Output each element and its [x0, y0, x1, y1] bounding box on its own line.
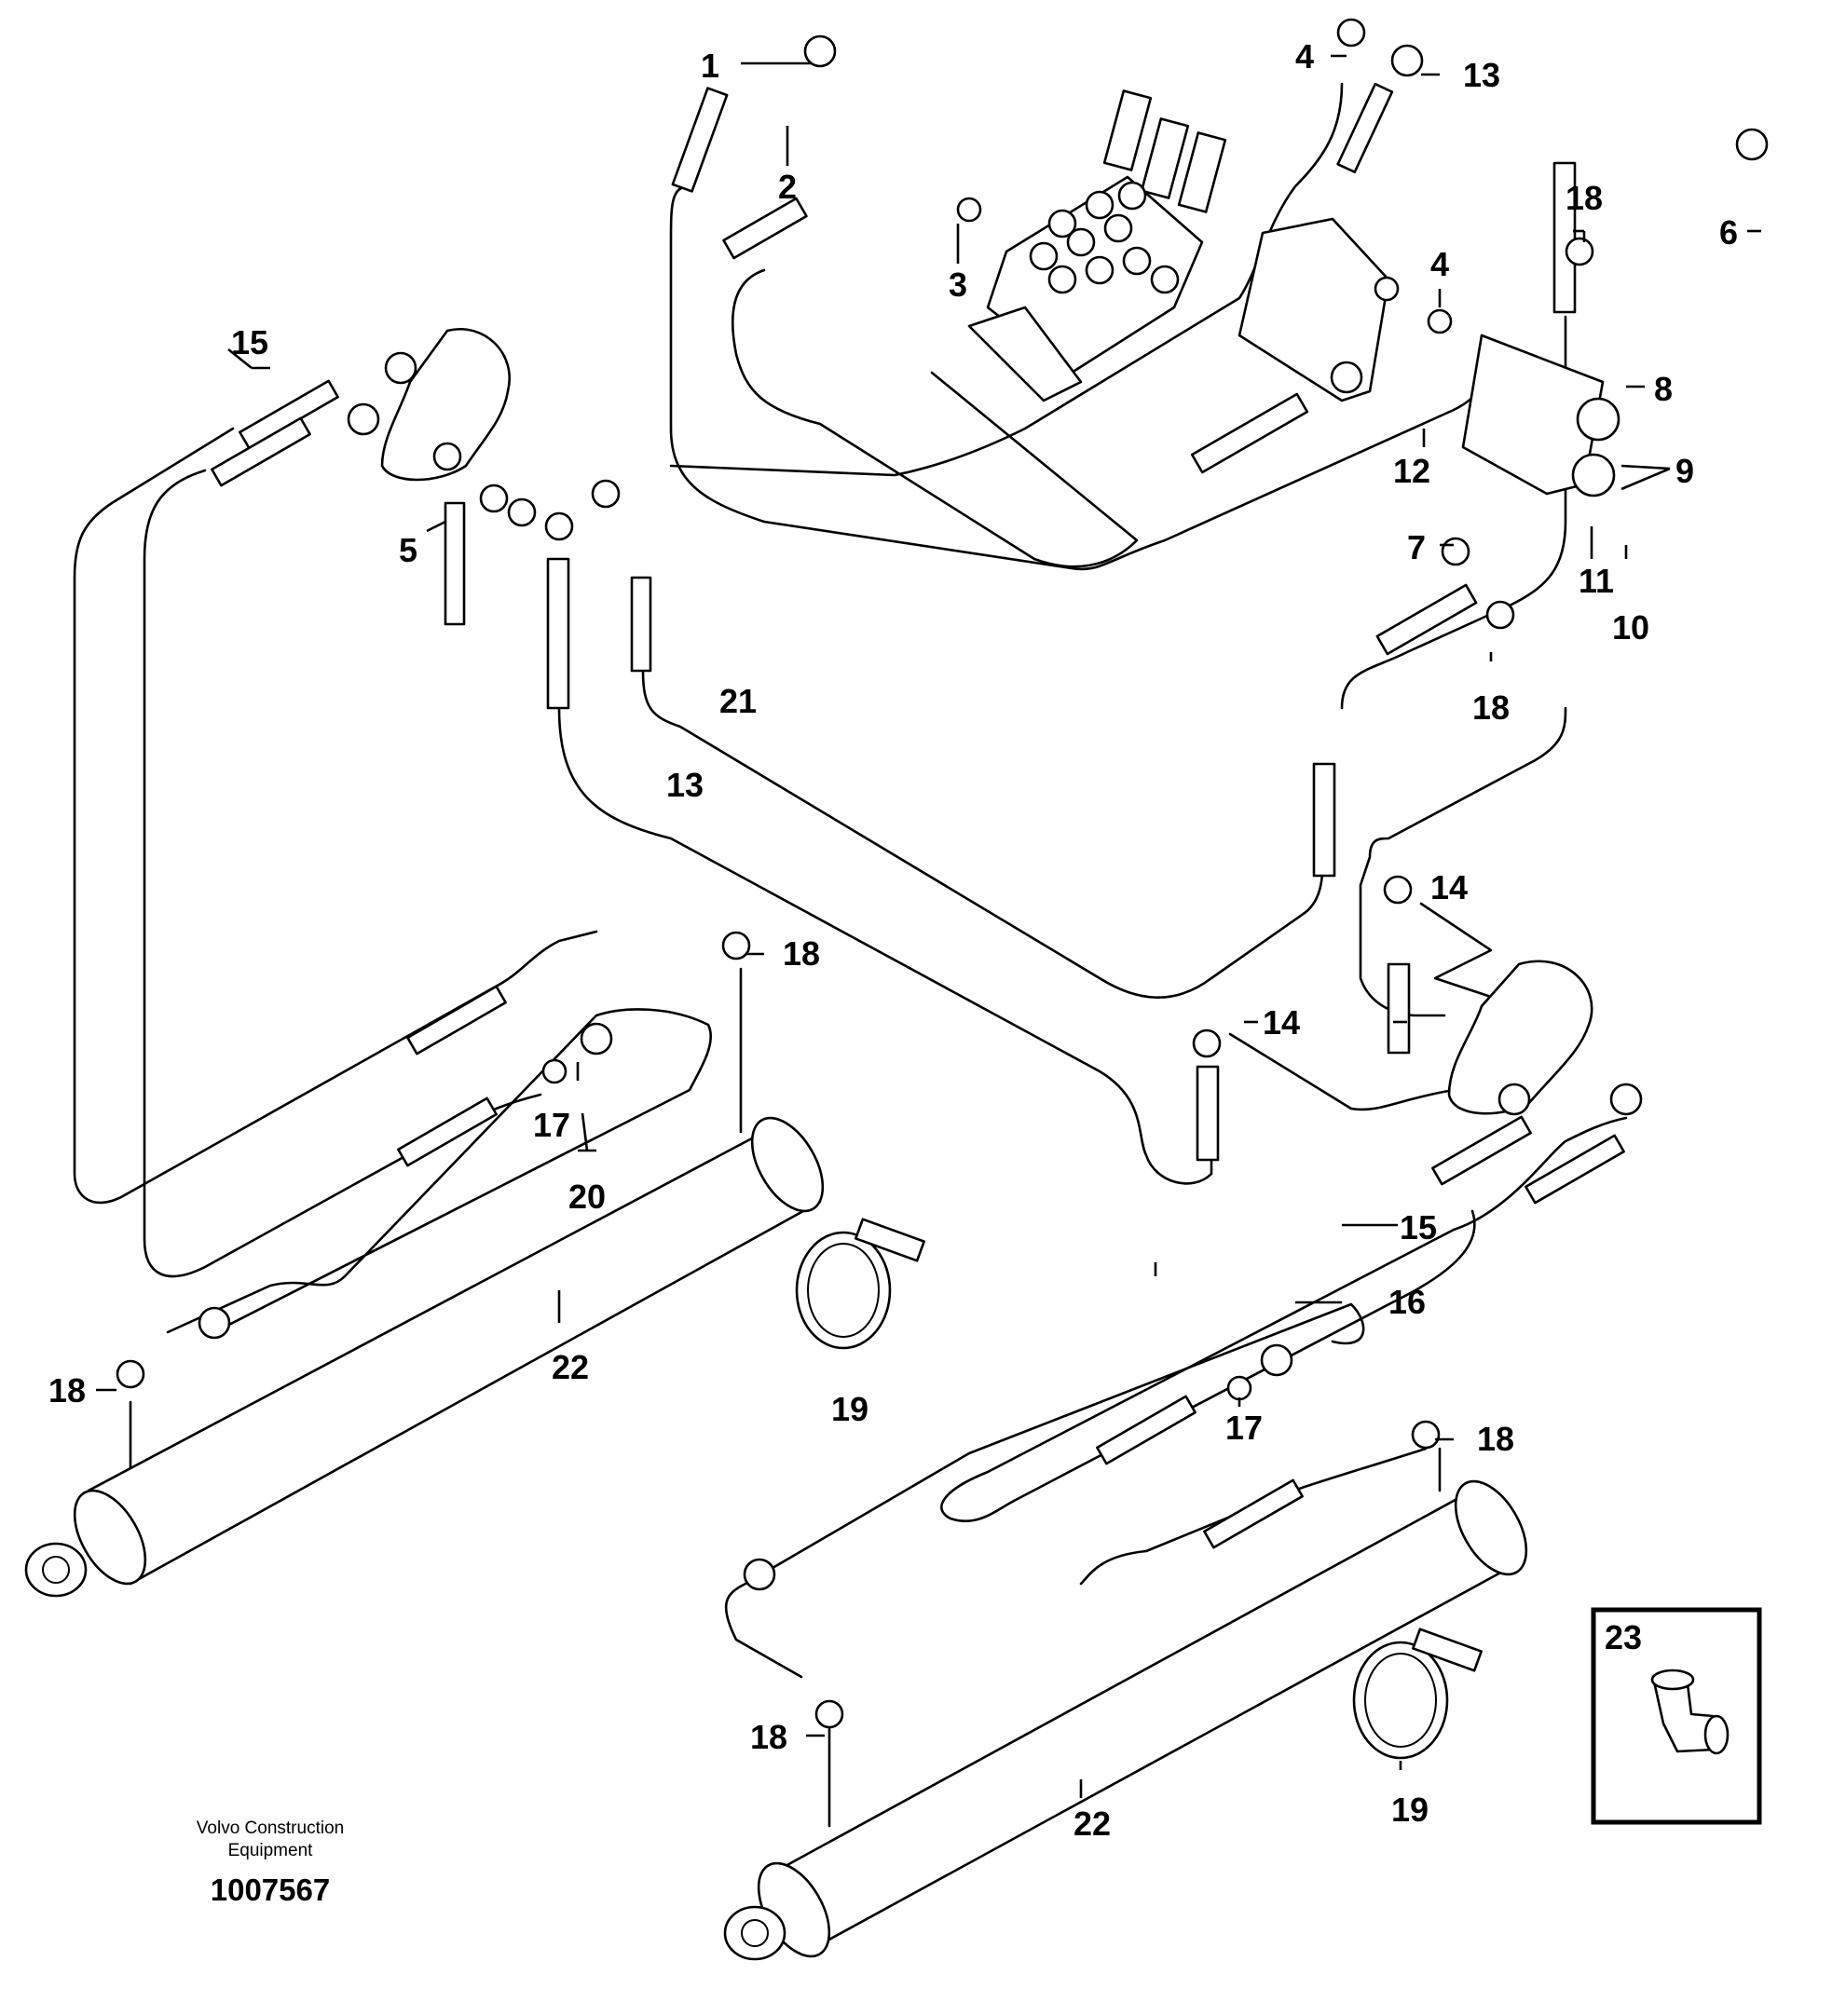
hose-end-13 — [1336, 82, 1394, 174]
hose-14-upper — [1419, 902, 1521, 1008]
hose-3-loop — [731, 268, 1139, 568]
hose-sleeves — [211, 82, 1625, 1549]
callout-11: 11 — [1579, 562, 1614, 600]
hose-20 — [166, 1008, 712, 1334]
hose-15-left-inner — [143, 469, 542, 1278]
callout-14-top: 14 — [1430, 868, 1468, 906]
hose-end-14b — [1196, 1065, 1220, 1162]
hose-15-right — [940, 1116, 1628, 1523]
callout-10: 10 — [1612, 608, 1649, 647]
hose-end-right-a — [1431, 1115, 1532, 1186]
hose-end-13-left — [546, 557, 570, 710]
callout-18-leftlow: 18 — [48, 1371, 86, 1410]
hose-end-2b — [722, 197, 808, 260]
callout-12: 12 — [1393, 452, 1430, 490]
callout-23: 23 — [1605, 1618, 1642, 1656]
callout-8: 8 — [1654, 370, 1673, 408]
callout-6: 6 — [1719, 213, 1738, 252]
control-valve — [967, 89, 1227, 402]
hose-end-21-right — [1312, 762, 1336, 878]
hose-16 — [724, 1302, 1365, 1679]
hose-end-5 — [444, 501, 466, 626]
hose-21 — [641, 669, 1325, 999]
callout-15-top: 15 — [231, 323, 268, 361]
cylinder-left — [24, 1116, 825, 1598]
callout-13-mid: 13 — [666, 766, 704, 804]
hose-end-right-d — [1203, 1478, 1304, 1549]
inset-23 — [1591, 1607, 1762, 1825]
callout-18-top: 18 — [1566, 179, 1603, 217]
hose-end-right-b — [1525, 1134, 1625, 1205]
callout-18-mid: 18 — [1472, 688, 1510, 727]
hose-end-21 — [630, 576, 652, 673]
callout-4-top: 4 — [1295, 37, 1314, 75]
callout-17-left: 17 — [533, 1106, 570, 1144]
valve-8 — [1461, 334, 1620, 497]
hose-end-6 — [1552, 161, 1577, 314]
hose-end-2 — [671, 87, 729, 193]
callout-18-rightcyl: 18 — [1477, 1420, 1514, 1458]
callout-5: 5 — [399, 531, 417, 569]
callout-2: 2 — [778, 168, 797, 206]
leader-lines — [96, 54, 1761, 1798]
hose-end-left-b — [397, 1097, 498, 1167]
callout-21: 21 — [719, 682, 757, 720]
hose-end-4 — [1190, 392, 1309, 474]
hose-end-14 — [1387, 962, 1411, 1055]
callout-18-rightlow: 18 — [750, 1718, 787, 1756]
callout-7: 7 — [1407, 528, 1426, 566]
fittings — [116, 18, 1769, 1729]
footer-drawing-number: 1007567 — [211, 1873, 330, 1907]
callout-13-top: 13 — [1463, 56, 1500, 94]
callout-1: 1 — [701, 47, 719, 85]
cylinder-right — [723, 1479, 1528, 1961]
hose-end-left-a — [406, 985, 507, 1056]
footer: Volvo Construction Equipment 1007567 — [197, 1818, 344, 1907]
hose-14-lower — [1228, 1032, 1470, 1111]
hose-13-main — [557, 706, 1213, 1185]
callouts: 1 2 3 4 4 5 6 7 8 9 10 11 12 13 13 14 14… — [48, 37, 1738, 1843]
callout-3: 3 — [949, 266, 967, 304]
valve-block-upper — [1238, 217, 1400, 402]
callout-22-right: 22 — [1073, 1805, 1111, 1843]
callout-22-left: 22 — [552, 1348, 589, 1386]
callout-16: 16 — [1388, 1283, 1426, 1321]
hose-clamp-right — [1352, 1628, 1483, 1760]
callout-4-mid: 4 — [1430, 245, 1449, 283]
callout-19-left: 19 — [831, 1390, 868, 1428]
callout-20: 20 — [568, 1178, 606, 1216]
callout-15-bottom: 15 — [1400, 1208, 1437, 1246]
callout-18-leftcyl: 18 — [783, 934, 820, 973]
hose-end-15-b — [211, 416, 311, 487]
hose-clamp-left — [795, 1218, 925, 1350]
callout-19-right: 19 — [1391, 1791, 1429, 1829]
hose-2-loop — [669, 184, 1484, 571]
hose-end-18-mid — [1375, 583, 1478, 656]
footer-company-line1: Volvo Construction — [197, 1818, 344, 1838]
footer-company-line2: Equipment — [228, 1841, 314, 1860]
callout-9: 9 — [1675, 452, 1694, 490]
hose-15-left-outer — [73, 427, 598, 1205]
callout-17-right: 17 — [1225, 1409, 1263, 1447]
callout-14-mid: 14 — [1263, 1003, 1300, 1042]
hose-end-right-c — [1096, 1395, 1196, 1465]
